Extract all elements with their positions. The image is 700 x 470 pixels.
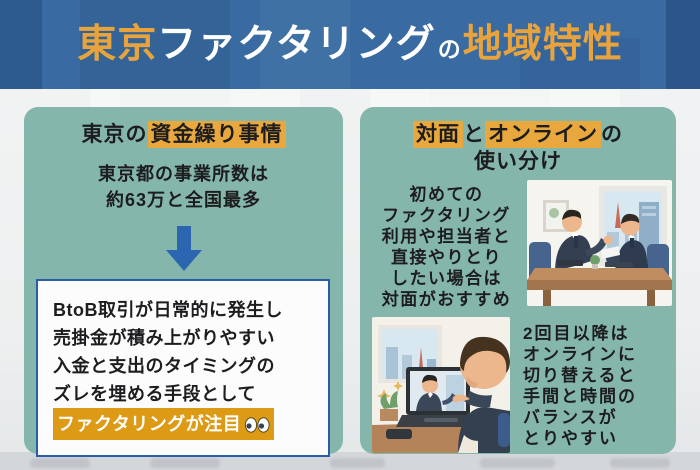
background-car bbox=[330, 458, 385, 468]
note-highlight-line: ファクタリングが注目 bbox=[53, 408, 320, 440]
title-factoring: ファクタリング bbox=[157, 23, 436, 66]
right-heading-no: の bbox=[601, 123, 623, 146]
offline-line: ファクタリング bbox=[382, 206, 511, 225]
banner-building bbox=[260, 0, 350, 89]
right-heading-line2: 使い分け bbox=[474, 150, 562, 173]
offline-line: したい場合は bbox=[391, 269, 502, 288]
online-line: バランスが bbox=[523, 408, 618, 427]
online-block: 2回目以降は オンラインに 切り替えると 手間と時間の バランスが とりやすい bbox=[372, 317, 670, 453]
banner-building bbox=[0, 0, 42, 89]
right-panel-heading: 対面とオンラインの 使い分け bbox=[368, 121, 668, 175]
note-line: 売掛金が積み上がりやすい bbox=[53, 328, 275, 348]
offline-block: 初めての ファクタリング 利用や担当者と 直接やりとり したい場合は 対面がおす… bbox=[366, 180, 672, 310]
right-panel-meeting-style: 対面とオンラインの 使い分け 初めての ファクタリング 利用や担当者と 直接やり… bbox=[360, 107, 676, 454]
fact-line: 約63万と全国最多 bbox=[105, 190, 262, 210]
left-heading-highlight: 資金繰り事情 bbox=[147, 121, 286, 148]
title-regional: 地域特性 bbox=[462, 23, 623, 66]
left-panel-fact: 東京都の事業所数は 約63万と全国最多 bbox=[24, 161, 343, 213]
note-highlight-text: ファクタリングが注目 bbox=[57, 414, 242, 434]
offline-line: 対面がおすすめ bbox=[381, 290, 512, 309]
title-tokyo: 東京 bbox=[77, 23, 158, 66]
eyes-emoji-icon bbox=[245, 417, 270, 433]
online-text: 2回目以降は オンラインに 切り替えると 手間と時間の バランスが とりやすい bbox=[510, 317, 670, 449]
online-line: 手間と時間の bbox=[523, 387, 637, 406]
online-line: オンラインに bbox=[523, 345, 637, 364]
right-heading-taimen: 対面 bbox=[413, 121, 463, 148]
offline-line: 利用や担当者と bbox=[381, 227, 512, 246]
title-particle: の bbox=[437, 36, 462, 62]
banner-building bbox=[80, 0, 230, 89]
fact-line: 東京都の事業所数は bbox=[98, 164, 269, 184]
banner-building bbox=[666, 0, 700, 89]
note-line: BtoB取引が日常的に発生し bbox=[53, 300, 283, 320]
background-car bbox=[480, 458, 555, 468]
page-title: 東京 ファクタリング の 地域特性 bbox=[0, 0, 700, 89]
offline-line: 直接やりとり bbox=[391, 248, 502, 267]
note-box: BtoB取引が日常的に発生し 売掛金が積み上がりやすい 入金と支出のタイミングの… bbox=[36, 279, 330, 457]
left-panel-cashflow: 東京の資金繰り事情 東京都の事業所数は 約63万と全国最多 BtoB取引が日常的… bbox=[24, 107, 343, 457]
offline-text: 初めての ファクタリング 利用や担当者と 直接やりとり したい場合は 対面がおす… bbox=[366, 180, 527, 310]
title-banner: 東京 ファクタリング の 地域特性 bbox=[0, 0, 700, 89]
left-panel-heading: 東京の資金繰り事情 bbox=[32, 121, 335, 148]
note-line: ズレを埋める手段として bbox=[53, 384, 256, 404]
right-heading-to: と bbox=[463, 123, 485, 146]
background-car bbox=[30, 458, 90, 468]
banner-building bbox=[520, 38, 640, 89]
down-arrow-icon bbox=[24, 226, 343, 272]
background-car bbox=[610, 458, 670, 468]
online-line: とりやすい bbox=[523, 429, 618, 448]
right-heading-online: オンライン bbox=[485, 121, 601, 148]
background-car bbox=[150, 458, 220, 468]
online-line: 切り替えると bbox=[523, 366, 637, 385]
online-line: 2回目以降は bbox=[523, 324, 630, 343]
man-on-video-call-illustration bbox=[372, 317, 510, 453]
left-heading-plain: 東京の bbox=[81, 123, 148, 146]
note-line: 入金と支出のタイミングの bbox=[53, 356, 275, 376]
two-businessmen-meeting-illustration bbox=[527, 180, 672, 306]
offline-line: 初めての bbox=[409, 185, 484, 204]
